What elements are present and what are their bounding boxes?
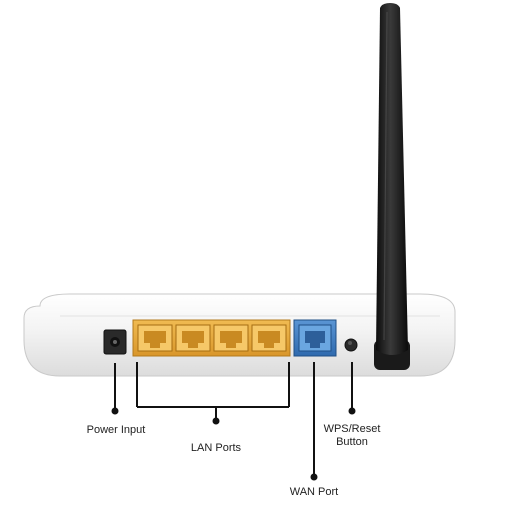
wps-reset-label-line1: WPS/Reset: [323, 423, 381, 435]
power-input-callout: [111, 363, 119, 415]
callout-lines: [111, 362, 356, 481]
wan-port-label: WAN Port: [289, 486, 339, 498]
lan-port-3: [213, 324, 249, 352]
antenna: [374, 3, 410, 370]
wps-reset-label: WPS/Reset Button: [310, 423, 394, 449]
lan-ports-label: LAN Ports: [190, 442, 242, 454]
wan-port-callout: [310, 362, 318, 481]
wps-reset-callout: [348, 362, 356, 415]
lan-port-4: [251, 324, 287, 352]
wan-port: [293, 319, 337, 357]
wps-reset-label-line2: Button: [336, 436, 368, 448]
lan-port-2: [175, 324, 211, 352]
lan-port-block: [132, 319, 291, 357]
lan-port-1: [137, 324, 173, 352]
lan-ports-callout: [136, 362, 290, 425]
power-input-label: Power Input: [86, 424, 146, 436]
power-input-jack: [103, 329, 127, 355]
wps-reset-button: [344, 338, 358, 352]
